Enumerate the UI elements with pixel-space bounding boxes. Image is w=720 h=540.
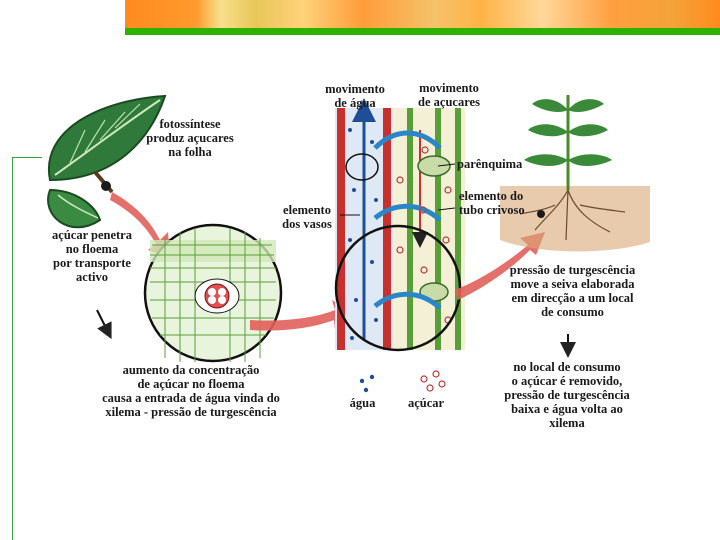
vascular-tubes	[334, 98, 465, 352]
leaf-cross-section	[143, 223, 283, 363]
sugar-legend-dots	[420, 370, 446, 392]
parenchyma-label: parênquima	[457, 157, 523, 171]
banner-image-strip	[125, 0, 720, 28]
header-banner	[125, 0, 720, 37]
sugar-legend-label: açúcar	[407, 396, 445, 410]
side-decoration-line-top	[12, 157, 42, 158]
water-legend-dots	[359, 374, 375, 393]
arrow-section-to-tubes	[250, 300, 355, 331]
seedling-illustration	[500, 95, 650, 252]
side-decoration-line	[12, 157, 13, 540]
pointer-lines	[340, 163, 456, 216]
leaf-illustration	[47, 94, 167, 229]
water-legend-label: água	[349, 396, 376, 410]
arrow-down-left	[96, 309, 112, 340]
arrow-tubes-to-plant	[455, 232, 545, 300]
banner-green-bar	[125, 28, 720, 35]
